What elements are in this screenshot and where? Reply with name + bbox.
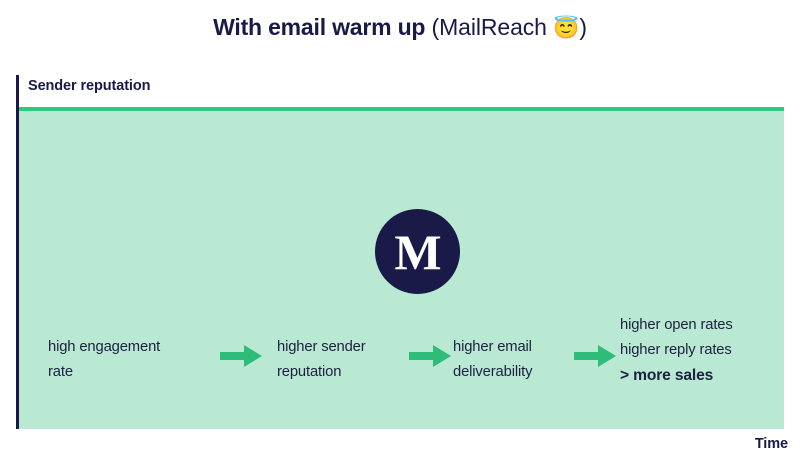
page-title: With email warm up (MailReach 😇) [0,10,800,46]
mailreach-logo: M [375,209,460,294]
arrow-right-icon [574,345,616,367]
flow-step-line: rate [48,364,73,380]
page-title-strong: With email warm up [213,14,426,40]
flow-step-line-more-sales: > more sales [620,367,714,384]
page-title-close-paren: ) [579,14,587,40]
chart-plot-area: M high engagement rate higher sender rep… [16,75,784,429]
flow-step-line: higher open rates [620,317,733,333]
page-title-light: (MailReach [425,14,554,40]
flow-step-line: higher reply rates [620,342,732,358]
flow-step-line: reputation [277,364,342,380]
arrow-right-icon [409,345,451,367]
benefit-flow-row: high engagement rate higher sender reput… [34,313,800,413]
flow-step-line: deliverability [453,364,533,380]
y-axis-label: Sender reputation [28,78,151,94]
flow-step-higher-sender-reputation: higher sender reputation [277,335,437,385]
flow-step-higher-email-deliverability: higher email deliverability [453,335,613,385]
arrow-right-icon [220,345,262,367]
flow-step-high-engagement-rate: high engagement rate [48,335,218,385]
flow-step-line: high engagement [48,339,161,355]
mailreach-logo-letter: M [394,223,441,280]
flow-step-line: higher sender [277,339,366,355]
angel-face-emoji-icon: 😇 [553,17,580,40]
flow-step-line: higher email [453,339,532,355]
y-axis-line [16,75,19,429]
flow-step-outcomes: higher open rates higher reply rates > m… [620,313,800,388]
x-axis-label: Time [754,436,788,452]
